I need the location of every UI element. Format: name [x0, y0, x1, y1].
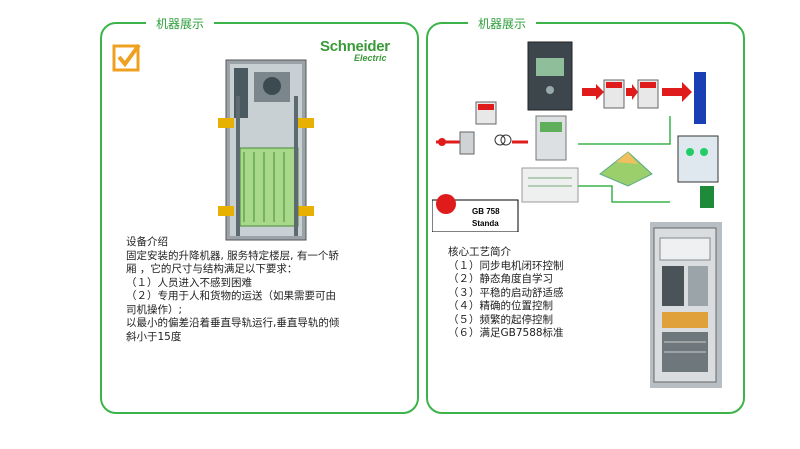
- right-panel: 机器展示: [426, 15, 745, 414]
- left-panel-title: 机器展示: [146, 15, 215, 32]
- right-panel-title: 机器展示: [468, 15, 537, 32]
- standard-label-line2: Standa: [472, 219, 499, 228]
- elevator-shaft-image: [218, 59, 314, 241]
- control-system-diagram: GB 758 Standa: [432, 41, 719, 232]
- control-cabinet-image: [650, 222, 722, 388]
- left-panel: 机器展示 Schneider Electric 设备介绍 固定安装的升降机器, …: [100, 15, 419, 414]
- checkbox-check-icon: [112, 43, 141, 72]
- right-description: 核心工艺简介 （１）同步电机闭环控制 （２）静态角度自学习 （３）平稳的启动舒适…: [448, 246, 564, 339]
- standard-label-line1: GB 758: [472, 207, 500, 216]
- left-description: 设备介绍 固定安装的升降机器, 服务特定楼层, 有一个轿 厢 ，它的尺寸与结构满…: [126, 236, 340, 343]
- schneider-logo: Schneider Electric: [320, 38, 390, 63]
